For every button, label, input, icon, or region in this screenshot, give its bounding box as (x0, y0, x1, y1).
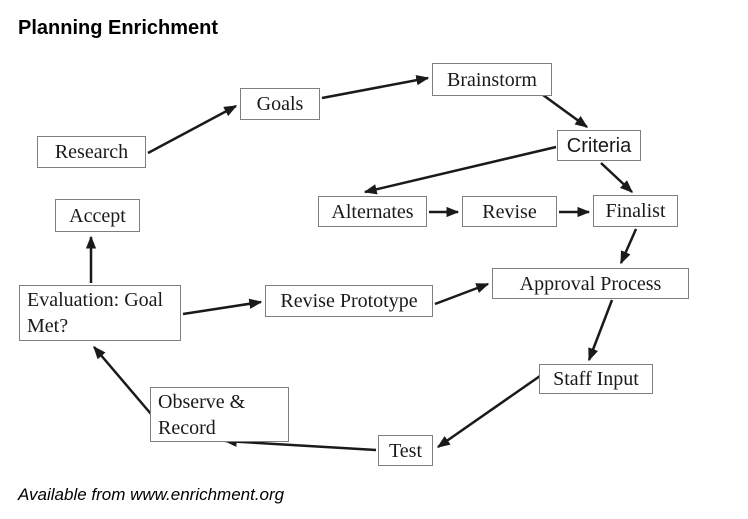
footer-attribution: Available from www.enrichment.org (18, 485, 285, 504)
arrow-test-to-observe-record (223, 436, 377, 452)
node-label: Finalist (605, 200, 666, 222)
node-label: Met? (27, 315, 69, 337)
arrow-goals-to-brainstorm (321, 75, 430, 100)
node-research: Research (37, 136, 146, 168)
arrow-staff-input-to-test (436, 374, 541, 449)
node-observe-record: Observe & Record (150, 387, 289, 442)
node-label: Criteria (566, 134, 632, 157)
node-label: Observe & (158, 391, 246, 413)
node-label: Evaluation: Goal (27, 289, 164, 311)
node-criteria: Criteria (557, 130, 641, 161)
node-finalist: Finalist (593, 195, 678, 227)
node-label: Test (388, 439, 423, 462)
node-brainstorm: Brainstorm (432, 63, 552, 96)
arrow-approval-process-to-staff-input (587, 299, 614, 362)
arrow-revise-prototype-to-approval-process (434, 282, 490, 306)
node-label: Revise Prototype (280, 290, 418, 312)
node-label: Alternates (331, 200, 414, 223)
node-test: Test (378, 435, 433, 466)
node-label: Brainstorm (447, 68, 537, 91)
node-goals: Goals (240, 88, 320, 120)
node-label: Record (158, 417, 216, 439)
node-revise: Revise (462, 196, 557, 227)
arrow-criteria-to-alternates (363, 145, 557, 195)
node-label: Staff Input (553, 368, 639, 390)
node-revise-prototype: Revise Prototype (265, 285, 433, 317)
node-label: Approval Process (519, 272, 662, 295)
arrow-research-to-goals (147, 104, 238, 155)
node-label: Revise (482, 200, 537, 223)
arrow-evaluation-to-revise-prototype (182, 298, 263, 316)
arrow-criteria-to-finalist (600, 162, 633, 193)
node-staff-input: Staff Input (539, 364, 653, 394)
node-label: Research (54, 141, 129, 163)
page-title: Planning Enrichment (18, 17, 219, 39)
node-label: Accept (69, 204, 126, 227)
node-approval-process: Approval Process (492, 268, 689, 299)
arrow-brainstorm-to-criteria (542, 93, 589, 129)
node-accept: Accept (55, 199, 140, 232)
node-alternates: Alternates (318, 196, 427, 227)
arrow-finalist-to-approval-process (619, 228, 638, 265)
node-label: Goals (256, 93, 304, 115)
arrow-observe-record-to-evaluation (93, 346, 152, 415)
